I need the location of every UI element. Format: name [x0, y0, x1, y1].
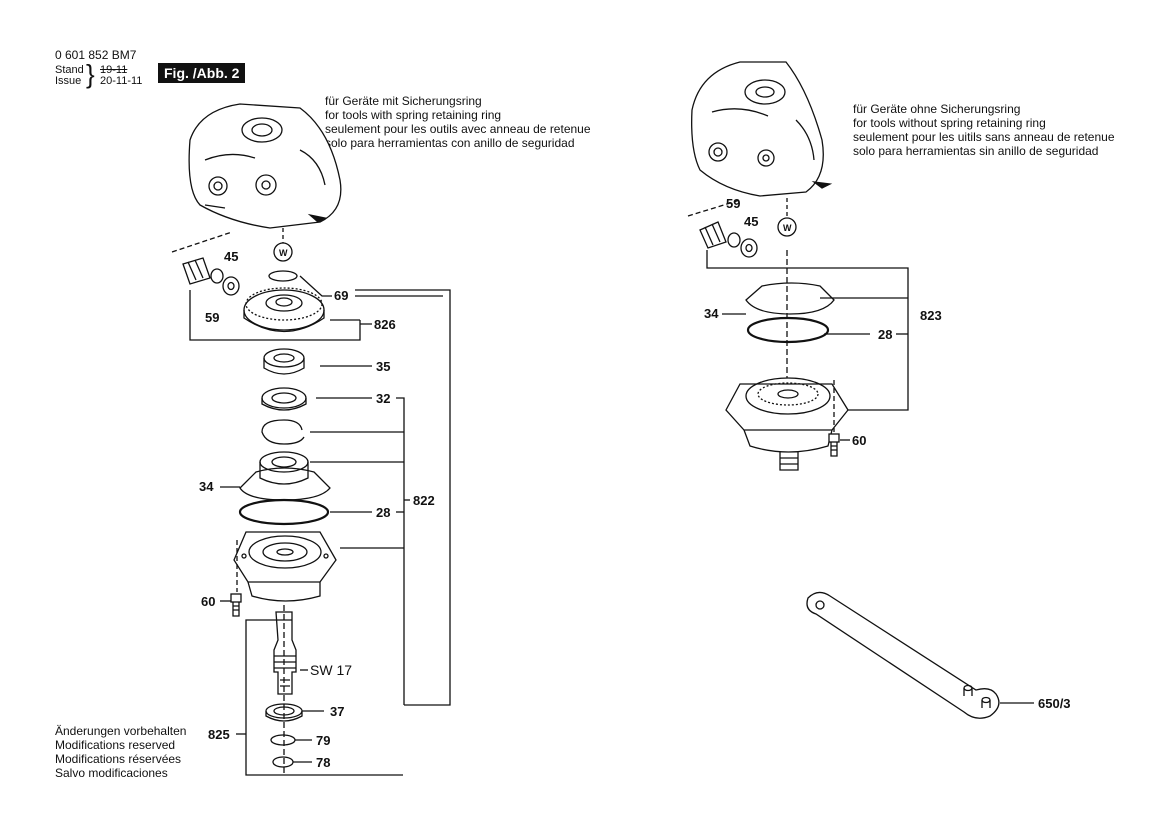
- left-bevel-gear: [243, 287, 325, 333]
- right-screw-60: [828, 433, 840, 457]
- left-bearing-cylinder: [259, 451, 309, 485]
- right-label-60: 60: [852, 433, 866, 448]
- left-part-labels: 45 59 69 826 35 32 34 28 822 60 SW 17 37…: [199, 248, 435, 770]
- issue-label: Issue: [55, 75, 82, 87]
- left-bearing-35: [263, 348, 305, 375]
- right-washer: [727, 232, 741, 248]
- left-oring-28: [238, 498, 330, 526]
- left-label-60: 60: [201, 594, 215, 609]
- left-label-37: 37: [330, 704, 344, 719]
- footer-note-line: Modifications reserved: [55, 738, 176, 752]
- right-nut: [740, 238, 758, 258]
- left-label-59: 59: [205, 310, 219, 325]
- left-label-69: 69: [334, 288, 348, 303]
- pin-wrench: [806, 591, 1000, 719]
- document-number: 0 601 852 BM7: [55, 48, 137, 62]
- left-w-label: W: [279, 248, 288, 258]
- footer-note-line: Salvo modificaciones: [55, 766, 168, 780]
- left-label-35: 35: [376, 359, 390, 374]
- left-note-line: solo para herramientas con anillo de seg…: [325, 136, 575, 150]
- right-gear-housing: [691, 61, 833, 197]
- left-label-825: 825: [208, 727, 230, 742]
- figure-label: Fig. /Abb. 2: [158, 63, 246, 83]
- left-seal-32: [261, 387, 307, 411]
- right-flange-gear: [725, 377, 849, 471]
- left-ring-69: [268, 270, 298, 282]
- left-ring-78: [272, 756, 294, 768]
- right-oring-28: [746, 316, 830, 344]
- left-label-sw17: SW 17: [310, 662, 352, 678]
- right-pinion: [699, 221, 727, 249]
- right-note-line: für Geräte ohne Sicherungsring: [853, 102, 1021, 116]
- left-pinion: [182, 257, 211, 285]
- left-label-78: 78: [316, 755, 330, 770]
- left-note-line: für Geräte mit Sicherungsring: [325, 94, 482, 108]
- brace-glyph: }: [86, 59, 95, 89]
- right-note-line: seulement pour les uitils sans anneau de…: [853, 130, 1115, 144]
- left-label-28: 28: [376, 505, 390, 520]
- left-gear-housing: [188, 103, 342, 229]
- footer-note-line: Änderungen vorbehalten: [55, 724, 187, 738]
- left-spindle: [273, 611, 297, 695]
- left-screw-60: [230, 593, 242, 617]
- footer-note-line: Modifications réservées: [55, 752, 182, 766]
- issue-date: 20-11-11: [100, 75, 143, 87]
- right-note-line: for tools without spring retaining ring: [853, 116, 1046, 130]
- left-label-822: 822: [413, 493, 435, 508]
- right-note-line: solo para herramientas sin anillo de seg…: [853, 144, 1099, 158]
- right-ring-34: [745, 282, 835, 315]
- left-label-826: 826: [374, 317, 396, 332]
- right-part-labels: 59 45 34 28 823 60 W 650/3: [704, 196, 1071, 711]
- left-label-34: 34: [199, 479, 214, 494]
- left-flange: [233, 531, 337, 602]
- right-note: für Geräte ohne Sicherungsring for tools…: [853, 102, 1115, 158]
- right-label-59: 59: [726, 196, 740, 211]
- left-circlip: [261, 419, 305, 445]
- wrench-label-650-3: 650/3: [1038, 696, 1071, 711]
- left-ring-34: [239, 467, 331, 501]
- right-w-label: W: [783, 223, 792, 233]
- stand-date: 19-11: [100, 64, 128, 76]
- left-washer-79: [270, 734, 296, 746]
- right-w-marker: [777, 217, 797, 237]
- stand-label: Stand: [55, 64, 84, 76]
- left-washer: [210, 268, 224, 284]
- right-label-34: 34: [704, 306, 719, 321]
- footer-note: Änderungen vorbehalten Modifications res…: [55, 724, 186, 780]
- left-label-32: 32: [376, 391, 390, 406]
- left-note-line: seulement pour les outils avec anneau de…: [325, 122, 591, 136]
- right-label-823: 823: [920, 308, 942, 323]
- left-label-79: 79: [316, 733, 330, 748]
- left-note: für Geräte mit Sicherungsring for tools …: [325, 94, 591, 150]
- left-nut: [222, 276, 240, 296]
- right-label-45: 45: [744, 214, 758, 229]
- left-note-line: for tools with spring retaining ring: [325, 108, 502, 122]
- right-label-28: 28: [878, 327, 892, 342]
- left-label-45: 45: [224, 249, 238, 264]
